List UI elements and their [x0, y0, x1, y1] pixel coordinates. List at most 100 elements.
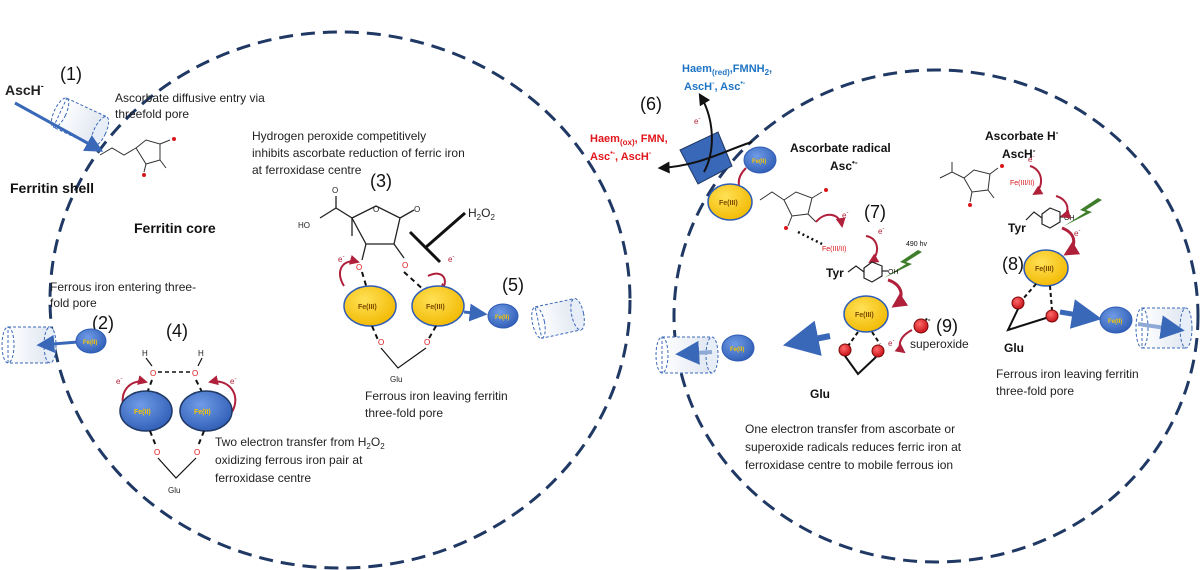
fe3-label-right: Fe(III) — [426, 304, 445, 311]
electron-curl-9 — [894, 329, 913, 354]
atom-o-left: O — [356, 263, 362, 272]
e-label-7a: e- — [842, 210, 848, 220]
atom-o-right: O — [402, 261, 408, 270]
superoxide-label: superoxide — [910, 337, 969, 351]
bond-o-fe-left — [361, 271, 369, 293]
atom-ring-o: O — [373, 205, 379, 214]
bond-fe-o-7a — [847, 331, 859, 347]
one-electron-text-2: superoxide radicals reduces ferric iron … — [745, 440, 962, 454]
asc-h-text-2: AscH- — [1002, 146, 1036, 161]
atom-ho: HO — [298, 221, 310, 230]
bond-fe-o-7b — [871, 331, 881, 345]
bond-fe-glu-4-left — [149, 430, 157, 447]
bond-fe-glu-left-1 — [371, 325, 379, 341]
two-electron-text-3: ferroxidase centre — [215, 471, 311, 485]
bond-fe-glu-4-right — [197, 430, 205, 447]
atom-h-left: H — [142, 349, 148, 358]
haem-ox-line-1: Haem(ox), FMN, — [590, 133, 668, 147]
electron-curl-7a — [815, 213, 846, 228]
ferrous-enter-text-1: Ferrous iron entering three- — [50, 280, 196, 294]
green-bolt-8 — [1064, 198, 1102, 226]
right-ferritin-shell-circle — [672, 68, 1200, 564]
e-label-4b: e- — [230, 376, 236, 386]
e-label-8a: e- — [1028, 154, 1034, 164]
e-label-3b: e- — [448, 254, 454, 264]
fe2-exit-arrow-8 — [1137, 315, 1185, 340]
glu-label-3: Glu — [390, 375, 402, 384]
h2o2-label: H2O2 — [468, 206, 495, 222]
fe2-ion-2 — [75, 328, 107, 354]
bond-o-fe2-left — [145, 379, 153, 397]
fe2-ion-8-leaving — [1099, 306, 1133, 334]
haem-ox-line-2: Asc•-, AscH- — [590, 150, 652, 163]
e-label-7b: e- — [878, 226, 884, 236]
fe3-ion-8 — [1023, 249, 1069, 287]
fe2-label-6: Fe(II) — [752, 159, 766, 165]
electron-curl-8b — [1055, 195, 1071, 219]
e-label-4a: e- — [116, 376, 122, 386]
fe2-enter-arrow — [36, 334, 79, 353]
fe3-ion-7 — [843, 295, 889, 333]
step-7-label: (7) — [864, 202, 886, 222]
tyr-oh-7: OH — [888, 269, 899, 276]
asc-radical-text-2: Asc•- — [830, 158, 858, 173]
h2o2-note-2: inhibits ascorbate reduction of ferric i… — [252, 146, 465, 160]
ascorbate-entry-text-1: Ascorbate diffusive entry via — [115, 91, 265, 105]
e-label-3a: e- — [338, 254, 344, 264]
fe2-label-5: Fe(II) — [495, 315, 509, 321]
step-6-label: (6) — [640, 94, 662, 114]
electron-curl-7b — [865, 235, 880, 264]
step-3-label: (3) — [370, 171, 392, 191]
fe3-label-left: Fe(III) — [358, 304, 377, 311]
ferrous-leave-text-1: Ferrous iron leaving ferritin — [365, 389, 508, 403]
ferrous-leave-text-2: three-fold pore — [365, 406, 443, 420]
bond-o-fe-right — [403, 271, 427, 293]
ferrous-enter-text-2: fold pore — [50, 296, 97, 310]
step-1-label: (1) — [60, 64, 82, 84]
glu-bridge-7 — [844, 355, 877, 376]
glu-label-7: Glu — [810, 387, 830, 401]
h2o2-note-3: at ferroxidase centre — [252, 163, 362, 177]
glu-bridge-8 — [1006, 308, 1047, 332]
asc-radical-text-1: Ascorbate radical — [790, 141, 891, 155]
haem-red-line-2: AscH-, Asc•- — [684, 80, 746, 93]
fe2-label-4-left: Fe(II) — [134, 409, 151, 416]
electron-curl-left — [339, 255, 360, 287]
fe-cycle-label-8: Fe(III/II) — [1010, 180, 1035, 187]
fe3-label-6: Fe(III) — [719, 200, 738, 207]
fe2-label-4-right: Fe(II) — [194, 409, 211, 416]
bond-h-o-right — [197, 357, 203, 367]
bond-fe-o-8a — [1021, 283, 1037, 301]
h2o2-note-1: Hydrogen peroxide competitively — [252, 129, 426, 143]
fe2-label-7-leaving: Fe(II) — [730, 347, 744, 353]
green-bolt-7 — [884, 250, 922, 278]
inhibition-line — [424, 211, 466, 250]
tyr-ring-8 — [1025, 207, 1066, 229]
step-4-label: (4) — [166, 321, 188, 341]
tyr-label-8: Tyr — [1008, 221, 1026, 235]
glu-bridge-3 — [380, 347, 427, 369]
atom-o-peroxide-right: O — [192, 369, 198, 378]
glu-o-right-3: O — [424, 338, 430, 347]
step-5-label: (5) — [502, 275, 524, 295]
atom-o-peroxide-left: O — [150, 369, 156, 378]
bond-fe-o-8b — [1049, 285, 1053, 311]
fe2-ion-4-left — [119, 390, 173, 432]
ferritin-core-label: Ferritin core — [134, 220, 216, 236]
fe3-ion-right — [411, 285, 465, 327]
e-label-9: e- — [888, 338, 894, 348]
atom-oh-top: O — [332, 186, 338, 195]
fe2-ion-7-leaving — [721, 334, 755, 362]
two-electron-text-2: oxidizing ferrous iron pair at — [215, 453, 363, 467]
electron-curl-8c — [1061, 226, 1081, 256]
fe3-ion-6 — [707, 183, 753, 221]
ascorbate-molecule-large — [319, 196, 415, 261]
step-8-label: (8) — [1002, 254, 1024, 274]
exit-pore-5 — [531, 298, 585, 339]
electron-curl-7c — [887, 278, 909, 308]
asc-h-text-1: Ascorbate H- — [985, 128, 1059, 143]
one-electron-text-3: ferroxidase centre to mobile ferrous ion — [745, 458, 953, 472]
one-electron-text-1: One electron transfer from ascorbate or — [745, 422, 955, 436]
atom-carbonyl-o: O — [414, 205, 420, 214]
electron-curl-8a — [1029, 165, 1044, 196]
